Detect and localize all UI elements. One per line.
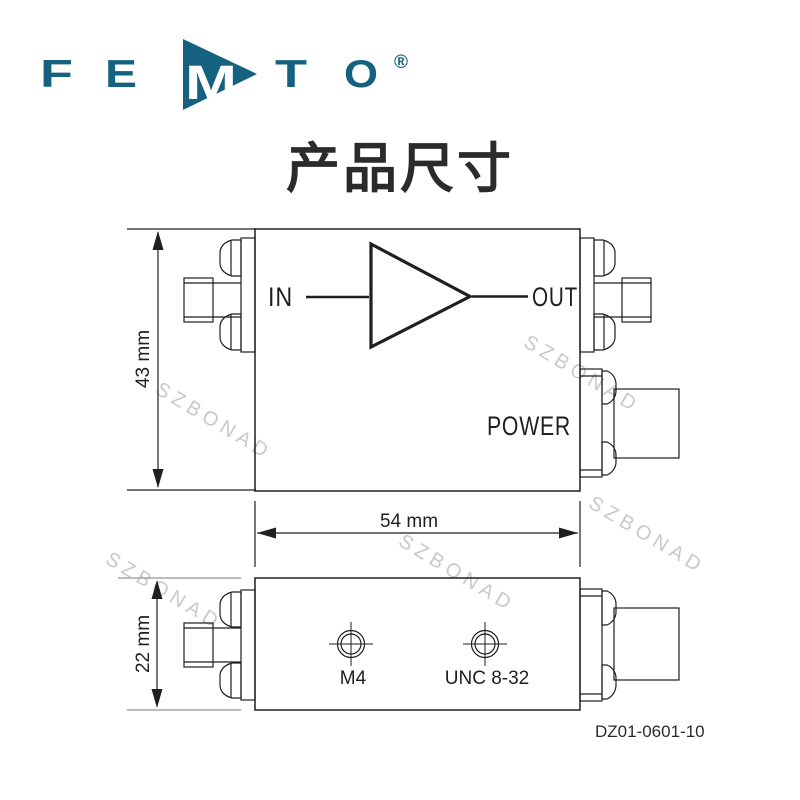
logo-letter-o: O [344, 53, 378, 96]
arrow-right-icon [559, 527, 578, 539]
bottom-power-connector [579, 588, 680, 702]
logo-triangle-icon [183, 39, 257, 110]
registered-trademark-icon: ® [394, 52, 408, 73]
power-connector [579, 368, 680, 478]
out-label: OUT [532, 282, 578, 312]
unc-label: UNC 8-32 [445, 668, 529, 689]
width-dimension-label: 54 mm [380, 511, 438, 532]
m4-hole-icon [329, 622, 373, 666]
arrow-left-icon [257, 527, 276, 539]
arrow-up-icon [152, 231, 164, 250]
height-dimension-top: 43 mm [127, 228, 256, 491]
m4-label: M4 [340, 668, 367, 689]
device-body-bottom-view [254, 577, 581, 711]
part-number: DZ01-0601-10 [595, 722, 705, 741]
height-dimension-label: 43 mm [133, 330, 154, 388]
logo-letter-e: E [105, 53, 137, 96]
width-dimension: 54 mm [254, 501, 581, 567]
unc-hole-icon [463, 622, 507, 666]
output-connector [579, 237, 652, 353]
logo-letter-m: M [185, 57, 237, 110]
logo-letter-t: T [275, 53, 307, 96]
bottom-input-connector [183, 589, 256, 701]
femto-logo: F E M T O ® [40, 39, 408, 110]
bottom-view: M4 UNC 8-32 [183, 577, 680, 711]
logo-letter-f: F [40, 53, 73, 96]
bottom-height-dimension-label: 22 mm [133, 615, 154, 673]
input-connector [183, 237, 256, 353]
arrow-down-icon [151, 689, 163, 708]
device-body-top-view [254, 228, 581, 492]
in-label: IN [268, 282, 293, 312]
top-view: IN OUT POWER [183, 228, 680, 492]
arrow-down-icon [152, 469, 164, 488]
power-label: POWER [487, 411, 571, 441]
height-dimension-bottom: 22 mm [118, 577, 241, 711]
page-title: 产品尺寸 [286, 139, 514, 199]
arrow-up-icon [151, 580, 163, 599]
amplifier-triangle-icon [369, 241, 474, 350]
